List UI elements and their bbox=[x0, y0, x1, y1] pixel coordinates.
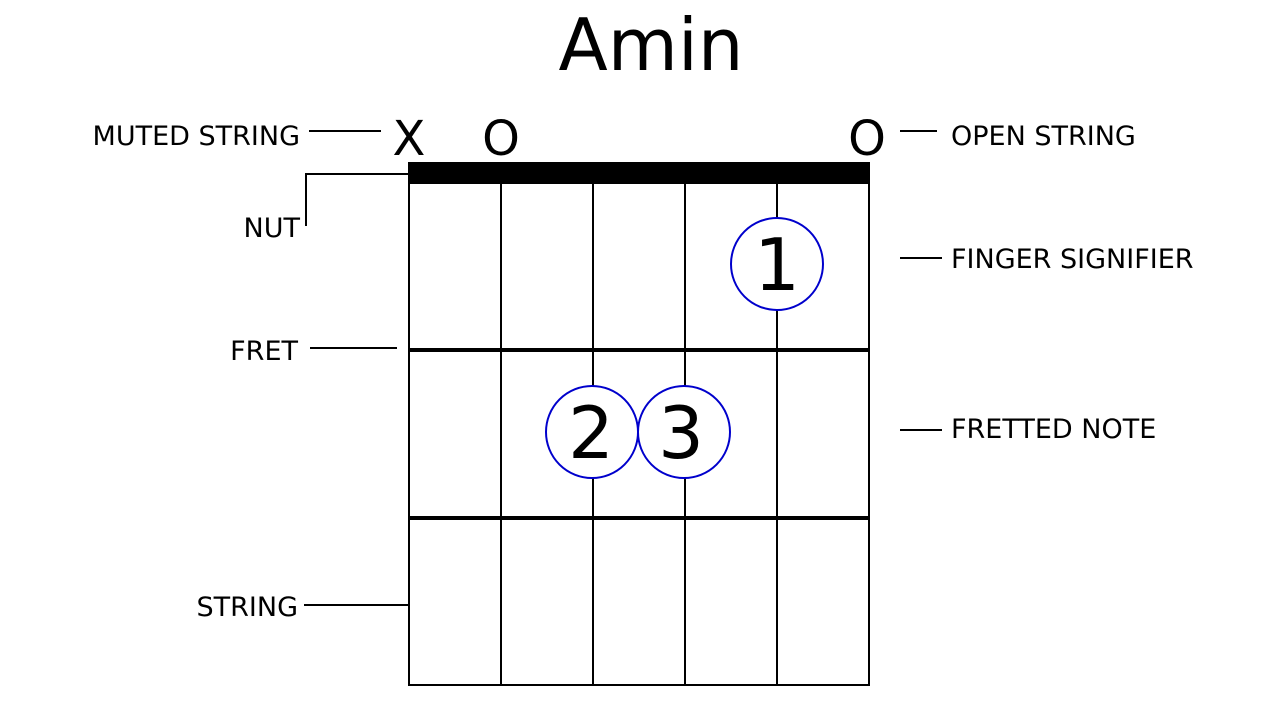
finger-number: 3 bbox=[658, 391, 704, 475]
string-label: STRING bbox=[197, 592, 298, 623]
open-string-label: OPEN STRING bbox=[951, 121, 1136, 152]
finger-marker: 1 bbox=[730, 217, 824, 311]
finger-number: 2 bbox=[568, 391, 614, 475]
nut-leader bbox=[305, 173, 409, 226]
fret-label: FRET bbox=[230, 336, 298, 367]
finger-marker: 2 bbox=[545, 385, 639, 479]
open-string-marker: O bbox=[482, 111, 520, 167]
fretboard bbox=[408, 162, 870, 686]
nut-label: NUT bbox=[244, 213, 301, 244]
chord-title: Amin bbox=[558, 3, 743, 87]
nut-bar bbox=[408, 162, 870, 184]
muted-string-marker: X bbox=[393, 111, 426, 167]
open-string-marker: O bbox=[848, 111, 886, 167]
finger-circle bbox=[730, 217, 824, 311]
finger-marker: 3 bbox=[637, 385, 731, 479]
finger-signifier-label: FINGER SIGNIFIER bbox=[951, 244, 1194, 275]
finger-circle bbox=[637, 385, 731, 479]
fretted-note-label: FRETTED NOTE bbox=[951, 414, 1156, 445]
finger-number: 1 bbox=[754, 223, 800, 307]
muted-string-label: MUTED STRING bbox=[93, 121, 300, 152]
